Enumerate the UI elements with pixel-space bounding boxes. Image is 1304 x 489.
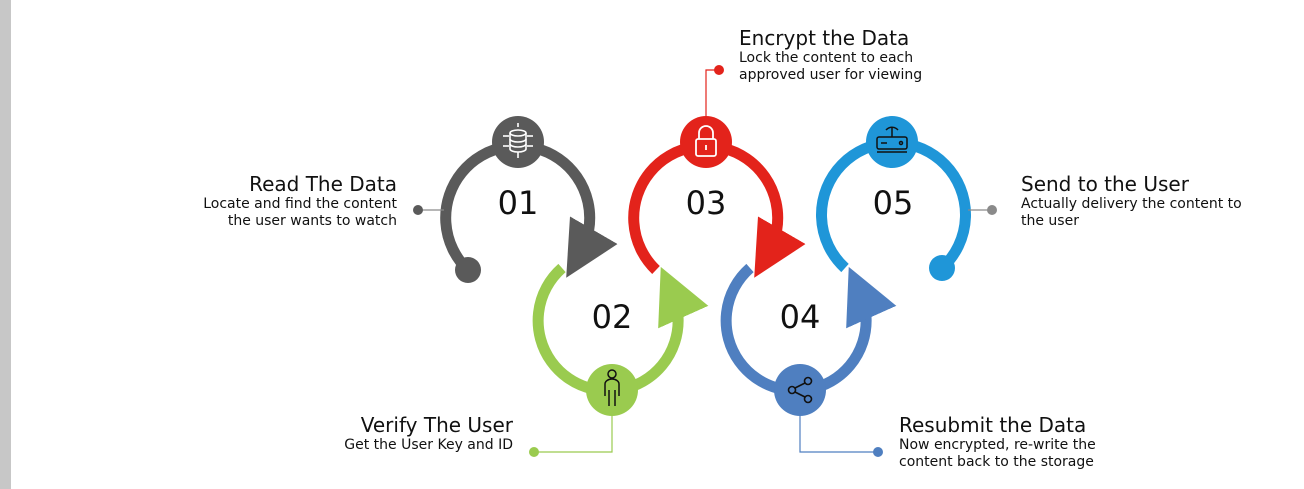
step-01-label: Read The Data Locate and find the conten…	[150, 172, 397, 230]
step-05-title: Send to the User	[1021, 172, 1189, 196]
step-03-label: Encrypt the Data Lock the content to eac…	[739, 26, 979, 84]
connector-04	[799, 416, 883, 457]
step-01-number: 01	[498, 184, 539, 222]
step-02-number: 02	[592, 298, 633, 336]
step-02-description: Get the User Key and ID	[344, 437, 513, 453]
step-04-title: Resubmit the Data	[899, 413, 1087, 437]
step-04-description: Now encrypted, re-write the content back…	[899, 437, 1096, 470]
connector-03	[705, 65, 724, 116]
connector-02	[529, 416, 613, 457]
left-edge-bar	[0, 0, 11, 489]
step-05-number: 05	[873, 184, 914, 222]
step-03-number: 03	[686, 184, 727, 222]
step-05-label: Send to the User Actually delivery the c…	[1021, 172, 1291, 230]
step-01-description: Locate and find the content the user wan…	[203, 196, 397, 229]
router-icon	[866, 116, 918, 168]
step-02-label: Verify The User Get the User Key and ID	[250, 413, 513, 454]
lock-icon	[680, 116, 732, 168]
step-01-title: Read The Data	[249, 172, 397, 196]
step-05-description: Actually delivery the content to the use…	[1021, 196, 1242, 229]
step-03-description: Lock the content to each approved user f…	[739, 50, 923, 83]
step-04-number: 04	[780, 298, 821, 336]
step-04-label: Resubmit the Data Now encrypted, re-writ…	[899, 413, 1159, 471]
connector-05	[968, 205, 997, 215]
step-03-title: Encrypt the Data	[739, 26, 910, 50]
database-network-icon	[492, 116, 544, 168]
share-icon	[774, 364, 826, 416]
person-icon	[586, 364, 638, 416]
step-02-title: Verify The User	[360, 413, 513, 437]
connector-01	[413, 205, 444, 215]
